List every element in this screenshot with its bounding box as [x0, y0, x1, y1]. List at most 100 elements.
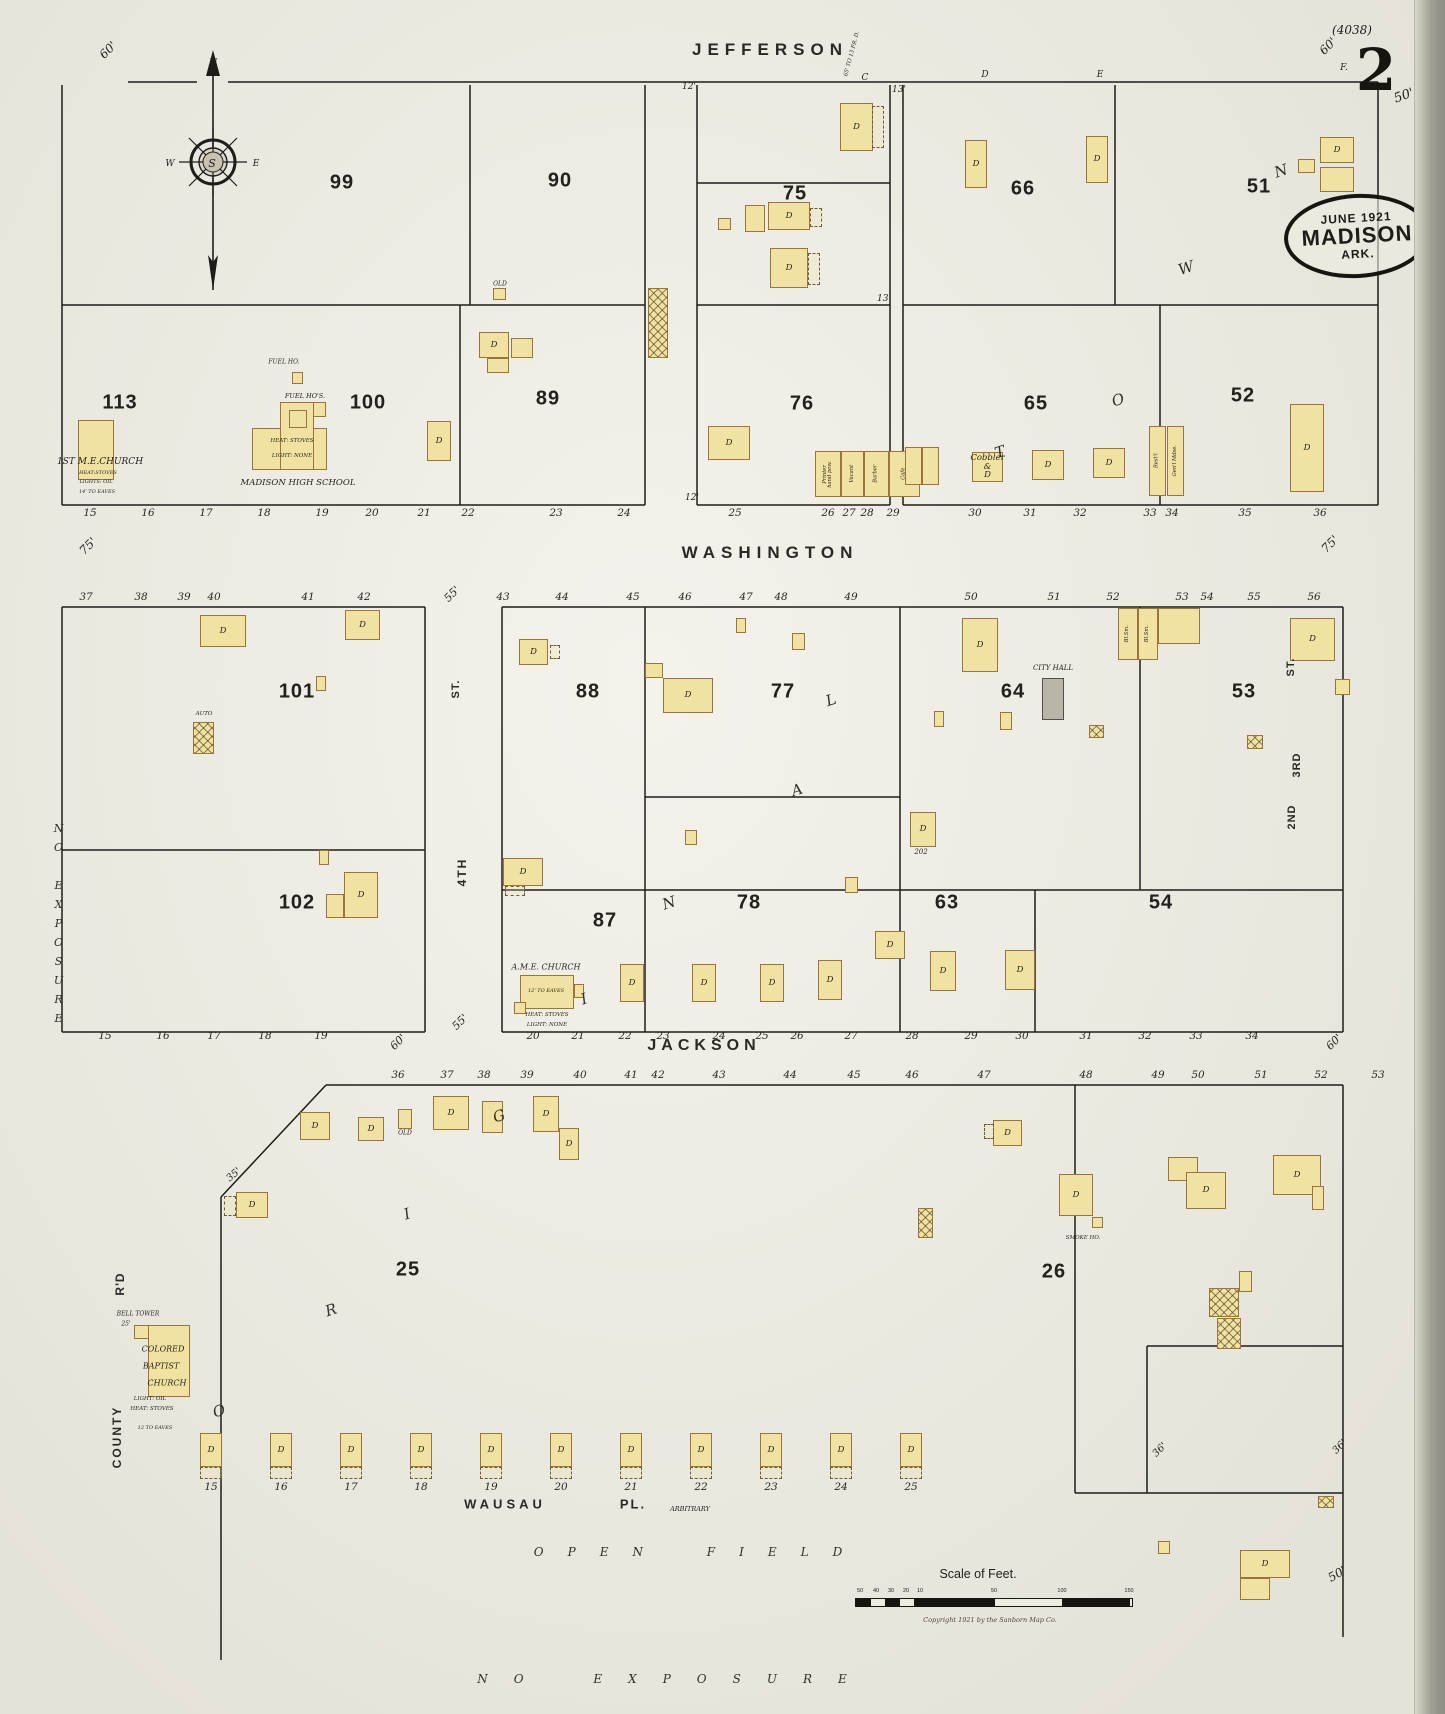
building: D [1290, 404, 1324, 492]
building [845, 877, 858, 893]
map-annotation: 12' [682, 82, 696, 92]
lot-number: 20 [365, 507, 379, 519]
lot-number: 50 [1191, 1069, 1205, 1081]
lot-number: 38 [134, 591, 148, 603]
building-label: Vacant [848, 465, 855, 483]
building-label: D [1072, 1189, 1080, 1200]
lot-number: 20 [554, 1481, 568, 1493]
building-label: Cobbler & D [970, 452, 1005, 481]
building [922, 447, 939, 485]
building: Barber [864, 451, 889, 497]
building-label: D [357, 889, 365, 900]
map-annotation: F. [1340, 63, 1348, 73]
block-number: 76 [789, 392, 815, 415]
building-label: D [417, 1444, 425, 1455]
lot-number: 46 [678, 591, 692, 603]
building-dashed-outline [760, 1467, 782, 1479]
lot-number: 34 [1245, 1030, 1259, 1042]
building-dashed-outline [900, 1467, 922, 1479]
building-label: D [1333, 144, 1341, 155]
lot-number: 43 [496, 591, 510, 603]
building: D [930, 951, 956, 991]
building-label: D [487, 1444, 495, 1455]
lot-number: 34 [1165, 507, 1179, 519]
building-label: D [886, 939, 894, 950]
building: D [270, 1433, 292, 1467]
lot-number: 39 [177, 591, 191, 603]
building-stone [1042, 678, 1064, 720]
map-annotation: 12' TO EAVES [527, 988, 565, 994]
map-annotation: 14' TO EAVES [78, 489, 116, 495]
building-label: D [1303, 442, 1311, 453]
block-number: 66 [1010, 177, 1036, 200]
block-number: 77 [770, 680, 796, 703]
lot-number: 27 [844, 1030, 858, 1042]
lot-number: 15 [83, 507, 97, 519]
map-annotation: BAPTIST [142, 1361, 180, 1371]
lot-number: 24 [834, 1481, 848, 1493]
building [292, 372, 303, 384]
building: D [1032, 450, 1064, 480]
building-label: Rest'l [1153, 453, 1160, 469]
lot-number: 17 [199, 507, 213, 519]
building-dashed-outline [808, 253, 820, 285]
lot-number: 39 [520, 1069, 534, 1081]
building [736, 618, 746, 633]
building-label: Bl.Sm. [1144, 625, 1151, 643]
lot-number: 42 [357, 591, 371, 603]
building: Vacant [841, 451, 864, 497]
building: D [1086, 136, 1108, 183]
street-label-2nd: 2ND [1286, 804, 1298, 830]
scale-bar [855, 1598, 1133, 1607]
map-annotation: SMOKE HO. [1065, 1235, 1101, 1241]
building: D [345, 610, 380, 640]
map-annotation: CITY HALL [1032, 664, 1074, 672]
map-annotation: 12' [685, 493, 699, 503]
building-label: D [519, 866, 527, 877]
scale-tick-label: 50 [856, 1588, 864, 1594]
scale-tick-label: 20 [902, 1588, 910, 1594]
block-number: 63 [934, 891, 960, 914]
building-label: D [1093, 154, 1101, 165]
map-annotation: AUTO [195, 711, 213, 717]
block-number: 78 [736, 891, 762, 914]
lot-number: 21 [624, 1481, 638, 1493]
building-label: D [447, 1107, 455, 1118]
lot-number: 41 [624, 1069, 638, 1081]
scale-bar-segment [900, 1599, 914, 1606]
lot-number: 37 [79, 591, 93, 603]
lot-number: 17 [344, 1481, 358, 1493]
building: D [1059, 1174, 1093, 1216]
building: Printer hand pow. [815, 451, 841, 497]
block-number: 100 [349, 391, 387, 414]
building: D [533, 1096, 559, 1132]
block-number: 101 [278, 680, 316, 703]
building-crosshatched [648, 288, 668, 358]
lot-number: 40 [573, 1069, 587, 1081]
lot-number: 41 [301, 591, 315, 603]
building: D [830, 1433, 852, 1467]
map-annotation: 13' [877, 294, 891, 304]
lot-number: 54 [1200, 591, 1214, 603]
building [1158, 1541, 1170, 1554]
map-annotation: C [861, 73, 869, 83]
building [326, 894, 344, 918]
building-dashed-outline [340, 1467, 362, 1479]
building-label: D [542, 1108, 550, 1119]
building: D [503, 858, 543, 886]
lot-number: 19 [315, 507, 329, 519]
lot-number: 36 [391, 1069, 405, 1081]
lot-number: 49 [1151, 1069, 1165, 1081]
building-label: D [627, 1444, 635, 1455]
map-annotation: LIGHT: NONE [271, 453, 313, 459]
lot-number: 31 [1079, 1030, 1093, 1042]
map-annotation: 13' [892, 85, 906, 95]
scale-tick-label: 10 [916, 1588, 924, 1594]
building-label: D [1004, 1127, 1011, 1138]
lot-number: 17 [207, 1030, 221, 1042]
building-dashed-outline [505, 886, 525, 896]
block-number: 88 [575, 680, 601, 703]
lot-number: 35 [1238, 507, 1252, 519]
lot-number: 32 [1138, 1030, 1152, 1042]
